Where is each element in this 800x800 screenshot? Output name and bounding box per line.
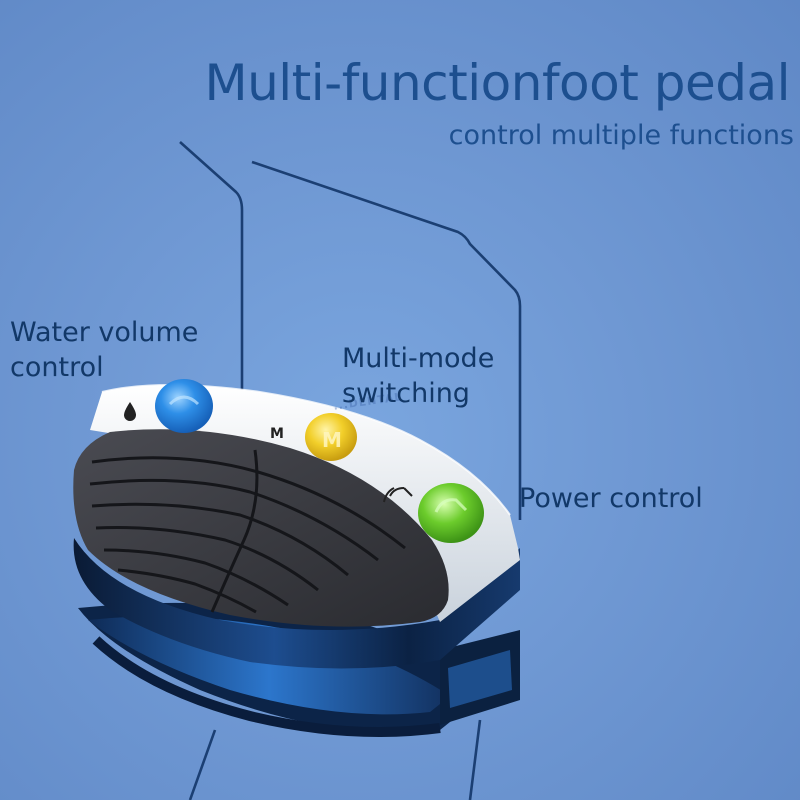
letter-m-icon: M: [322, 428, 342, 452]
multi-mode-button[interactable]: M: [305, 413, 357, 461]
wire-bracket: [179, 141, 522, 800]
page-subtitle: control multiple functions: [448, 120, 794, 151]
page-title: Multi-functionfoot pedal: [204, 54, 790, 112]
power-button[interactable]: [418, 483, 484, 543]
mode-key-icon: M: [270, 426, 284, 442]
pedal-body: [73, 538, 521, 669]
pedal-grooves: [89, 449, 406, 614]
power-control-label: Power control: [519, 483, 703, 514]
water-drop-icon: [124, 402, 136, 421]
water-volume-button[interactable]: [155, 379, 213, 433]
wave-icon: [383, 487, 413, 503]
